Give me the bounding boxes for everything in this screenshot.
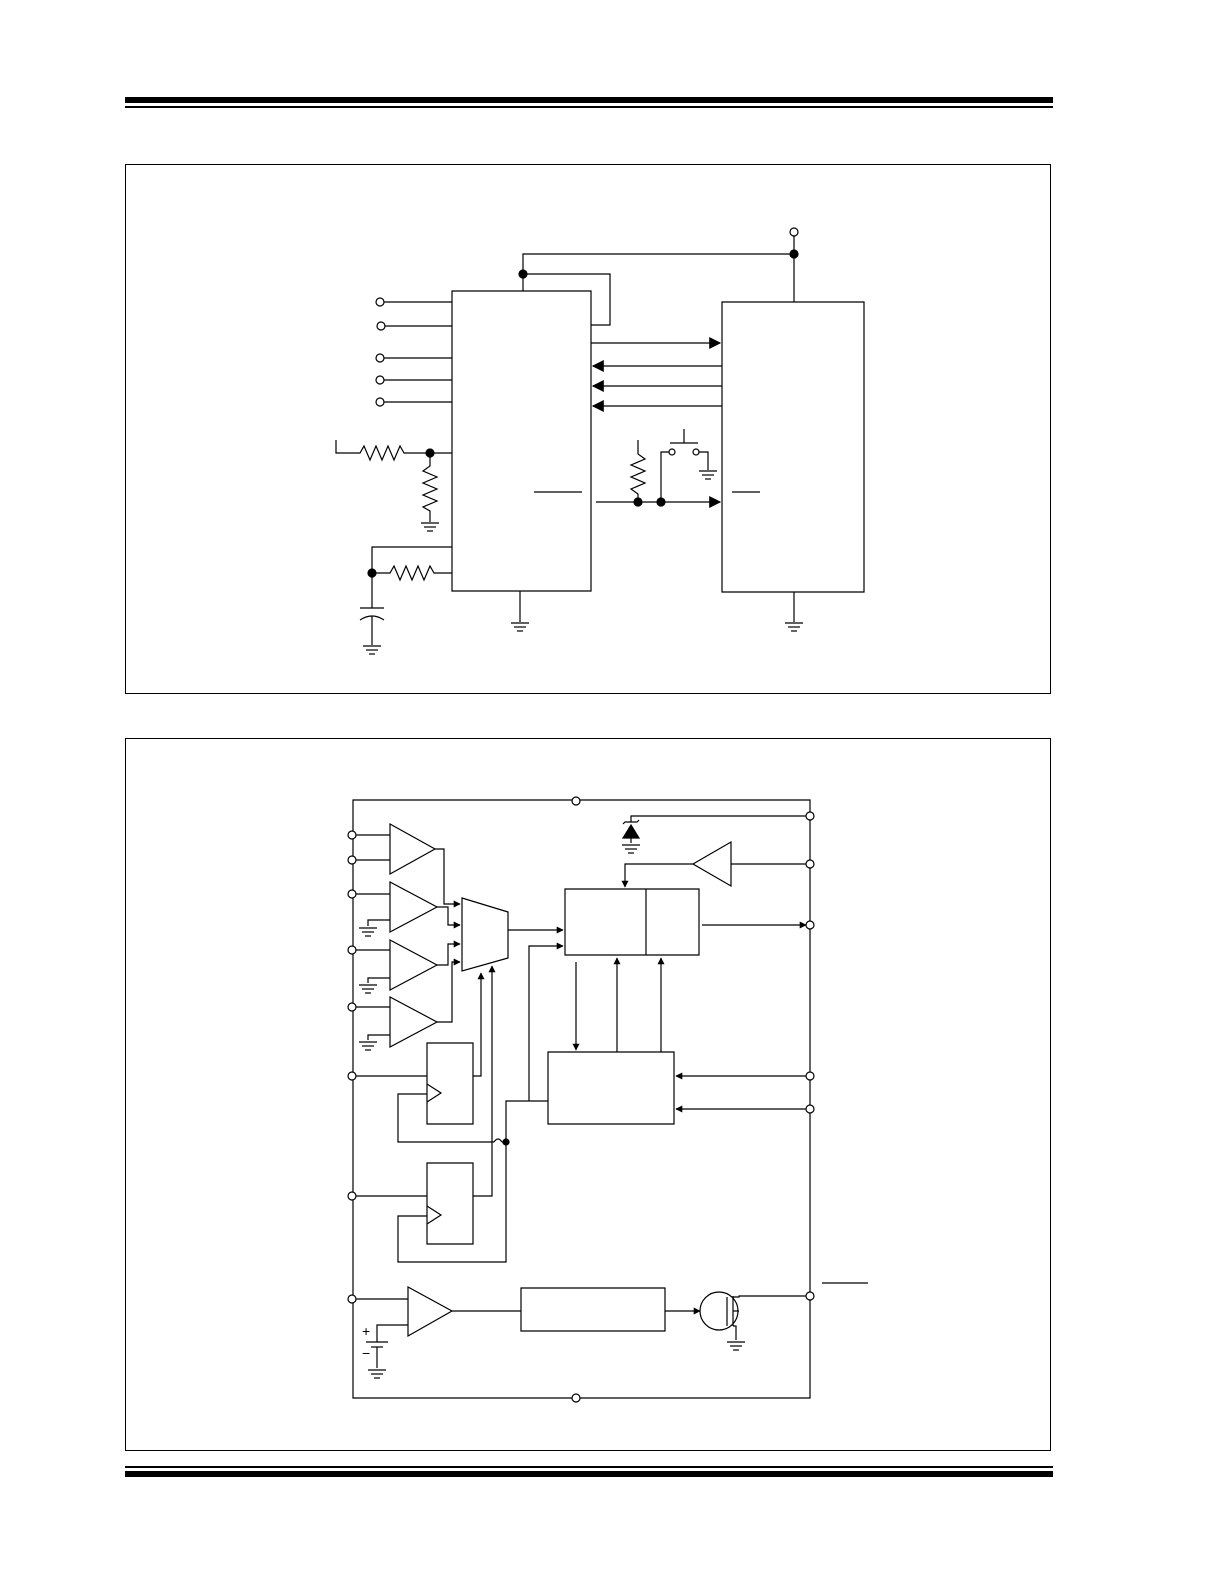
device-outline	[353, 800, 810, 1398]
block-diagram: + −	[348, 797, 868, 1402]
controller-ic-block	[452, 291, 591, 591]
timer-block-2	[356, 965, 506, 1262]
control-logic-block	[506, 942, 806, 1142]
voltage-reference	[621, 816, 806, 888]
footer-rule-thin	[125, 1466, 1053, 1468]
timer-block-1	[356, 972, 509, 1145]
supply-rail	[519, 228, 798, 325]
application-circuit	[336, 228, 864, 655]
output-mosfet	[700, 1283, 868, 1351]
converter-block	[565, 889, 807, 955]
reset-circuit	[534, 429, 760, 508]
header-rule-thick	[125, 97, 1053, 103]
microcontroller-block	[722, 302, 864, 592]
figure-frame-block-diagram	[125, 738, 1051, 1451]
input-pins	[376, 298, 452, 406]
output-chain: + −	[356, 1287, 701, 1379]
minus-sign: −	[362, 1345, 370, 1361]
left-pins	[348, 831, 356, 1303]
plus-sign: +	[362, 1323, 370, 1339]
multiplexer	[435, 849, 564, 1022]
input-amplifiers	[356, 824, 437, 1051]
header-rule-thin	[125, 106, 1053, 108]
resistor-divider	[336, 440, 452, 532]
rc-network	[360, 547, 452, 655]
right-pins	[806, 812, 814, 1300]
figure-frame-application-circuit	[125, 164, 1051, 694]
ic-grounds	[510, 591, 804, 632]
bus-lines	[591, 337, 722, 412]
footer-rule-thick	[125, 1471, 1053, 1477]
